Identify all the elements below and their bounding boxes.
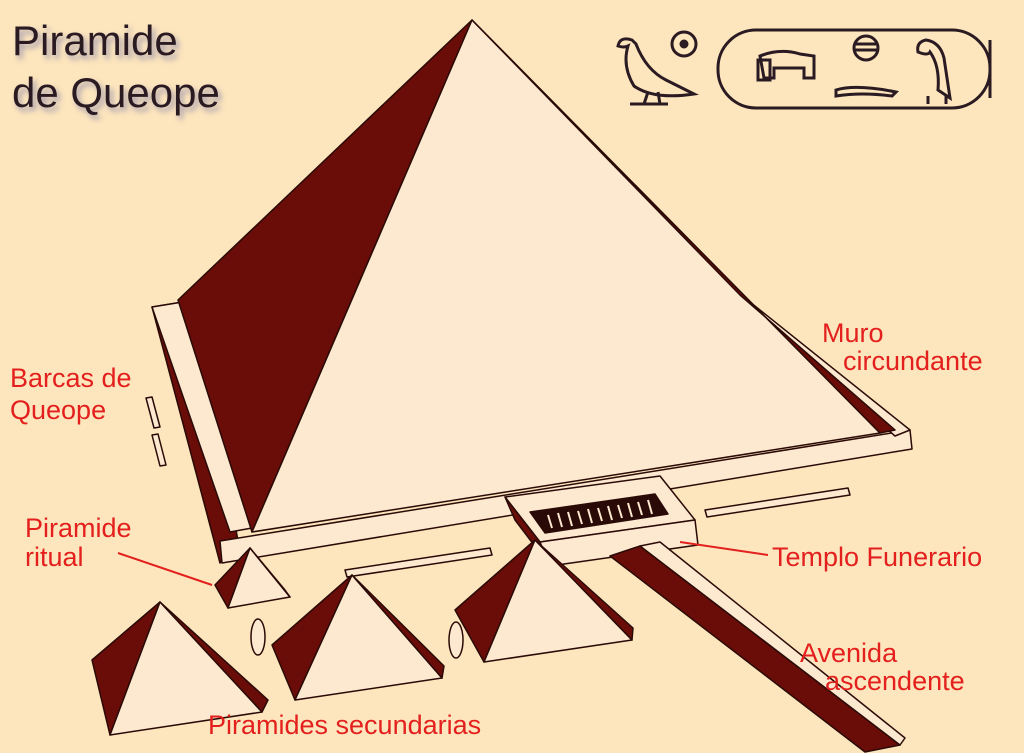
page-title-line2: de Queope xyxy=(12,69,220,116)
label-muro-line1: Muro xyxy=(822,318,884,348)
causeway xyxy=(609,541,906,753)
boat-pits xyxy=(145,396,851,659)
label-muro-line2: circundante xyxy=(843,346,983,376)
label-secundarias: Piramides secundarias xyxy=(208,710,482,740)
label-barcas-line1: Barcas de xyxy=(10,363,132,393)
queens-pyramid-2 xyxy=(271,574,445,701)
label-barcas-line2: Queope xyxy=(10,395,107,425)
leader-line-templo xyxy=(679,541,769,556)
label-ritual-line2: ritual xyxy=(25,542,84,572)
ritual-pyramid xyxy=(214,547,291,609)
label-templo: Templo Funerario xyxy=(772,542,983,572)
label-ritual-line1: Piramide xyxy=(25,513,132,543)
leader-line-ritual xyxy=(117,552,213,586)
cartouche-icon xyxy=(716,28,992,110)
page-title: Piramide xyxy=(12,17,178,64)
label-avenida-line2: ascendente xyxy=(825,666,965,696)
queens-pyramid-1 xyxy=(91,601,269,736)
queens-pyramid-3 xyxy=(454,539,634,663)
hieroglyph-duck-icon xyxy=(616,37,699,106)
great-pyramid xyxy=(177,19,896,533)
label-avenida-line1: Avenida xyxy=(800,638,898,668)
hieroglyph-sun-icon xyxy=(670,30,698,58)
